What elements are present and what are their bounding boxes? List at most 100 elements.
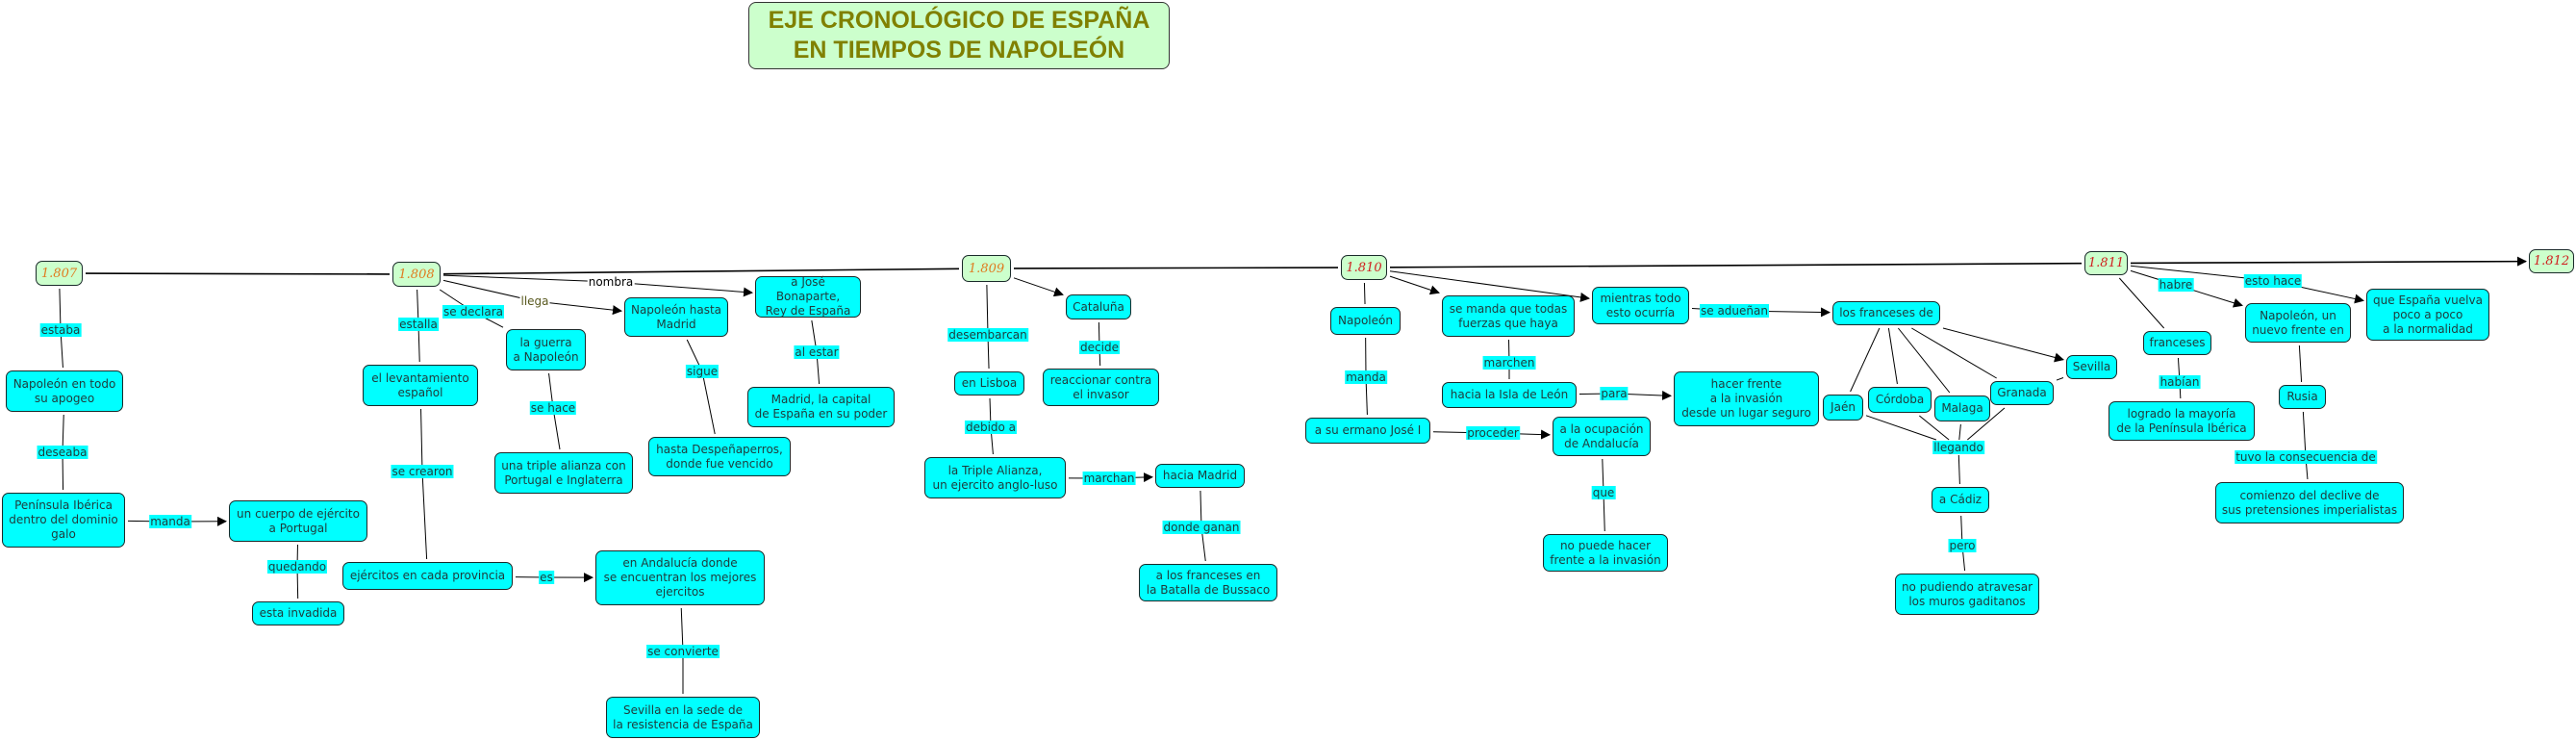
year-node-1811[interactable]: 1.811 xyxy=(2084,251,2128,275)
connection-line-arrow xyxy=(1942,327,2064,363)
link-label-habian: habían xyxy=(2159,375,2201,389)
link-label-marchen: marchen xyxy=(1482,356,1536,370)
concept-ejercitos[interactable]: ejércitos en cada provincia xyxy=(342,562,513,590)
concept-guerra[interactable]: la guerra a Napoleón xyxy=(506,329,586,370)
link-label-tuvo: tuvo la consecuencia de xyxy=(2235,450,2377,464)
connection-line-arrow xyxy=(1389,275,1440,295)
concept-peninsula[interactable]: Península Ibérica dentro del dominio gal… xyxy=(2,493,125,548)
link-label-habre: habre xyxy=(2158,278,2194,292)
concept-cataluna[interactable]: Cataluña xyxy=(1066,294,1131,319)
concept-jose[interactable]: a José Bonaparte, Rey de España xyxy=(755,275,861,318)
concept-triple[interactable]: una triple alianza con Portugal e Inglat… xyxy=(494,452,633,494)
link-label-estalla: estalla xyxy=(398,318,439,331)
connection-line xyxy=(1958,423,1961,441)
concept-hacerfrente[interactable]: hacer frente a la invasión desde un luga… xyxy=(1674,371,1819,426)
concept-cuerpo[interactable]: un cuerpo de ejército a Portugal xyxy=(229,500,367,542)
link-label-debidoa: debido a xyxy=(964,421,1018,434)
year-node-1808[interactable]: 1.808 xyxy=(392,262,441,287)
concept-nopudiendo[interactable]: no pudiendo atravesar los muros gaditano… xyxy=(1895,574,2039,615)
link-label-secrearon: se crearon xyxy=(391,465,454,478)
connection-line xyxy=(1919,415,1950,441)
link-label-que: que xyxy=(1591,486,1616,499)
link-label-desembarcan: desembarcan xyxy=(947,328,1028,342)
map-title: EJE CRONOLÓGICO DE ESPAÑA EN TIEMPOS DE … xyxy=(748,2,1170,69)
concept-napmadrid[interactable]: Napoleón hasta Madrid xyxy=(624,297,728,337)
concept-isla[interactable]: hacia la Isla de León xyxy=(1442,382,1577,408)
link-label-sedeclara: se declara xyxy=(442,305,505,319)
concept-levant[interactable]: el levantamiento español xyxy=(363,365,478,406)
year-node-1809[interactable]: 1.809 xyxy=(962,255,1011,282)
link-label-llegando: llegando xyxy=(1932,441,1984,454)
connection-line xyxy=(552,407,561,450)
concept-nuevofrente[interactable]: Napoleón, un nuevo frente en xyxy=(2245,303,2351,343)
timeline-segment-arrow xyxy=(2130,256,2527,267)
link-label-es: es xyxy=(539,571,554,584)
concept-ermano[interactable]: a su ermano José I xyxy=(1305,418,1430,444)
connection-line xyxy=(59,288,62,331)
concept-reaccionar[interactable]: reaccionar contra el invasor xyxy=(1043,369,1159,406)
concept-despena[interactable]: hasta Despeñaperros, donde fue vencido xyxy=(648,437,791,476)
concept-sevsede[interactable]: Sevilla en la sede de la resistencia de … xyxy=(606,697,760,738)
concept-semanda[interactable]: se manda que todas fuerzas que haya xyxy=(1442,295,1575,337)
concept-cordoba[interactable]: Córdoba xyxy=(1868,387,1932,413)
concept-bussaco[interactable]: a los franceses en la Batalla de Bussaco xyxy=(1139,564,1277,601)
connection-line xyxy=(421,471,428,560)
concept-mientras[interactable]: mientras todo esto ocurría xyxy=(1592,287,1689,324)
link-label-seaduenan: se adueñan xyxy=(1700,304,1769,318)
year-node-1810[interactable]: 1.810 xyxy=(1341,255,1387,280)
connection-line xyxy=(1897,327,1951,394)
connection-line xyxy=(701,370,716,435)
connection-line xyxy=(2302,411,2307,458)
link-label-llega: llega xyxy=(519,294,550,308)
connection-line xyxy=(1887,327,1898,385)
timeline-segment xyxy=(85,272,391,275)
connection-line xyxy=(1911,327,1997,379)
concept-invadida[interactable]: esta invadida xyxy=(252,601,344,625)
link-label-manda2: manda xyxy=(1345,370,1387,384)
link-label-alestar: al estar xyxy=(794,345,840,359)
concept-jaen[interactable]: Jaén xyxy=(1823,395,1863,421)
concept-apogeo[interactable]: Napoleón en todo su apogeo xyxy=(6,370,123,412)
connection-line xyxy=(1865,415,1937,441)
link-label-sehace: se hace xyxy=(529,401,577,415)
timeline-segment xyxy=(442,268,960,275)
link-label-manda1: manda xyxy=(149,515,191,528)
connection-line xyxy=(1967,407,2006,441)
concept-ocupacion[interactable]: a la ocupación de Andalucía xyxy=(1553,417,1651,456)
title-line-2: EN TIEMPOS DE NAPOLEÓN xyxy=(793,37,1125,64)
concept-logrado[interactable]: logrado la mayoría de la Península Ibéri… xyxy=(2109,401,2255,441)
link-label-seconvierte: se convierte xyxy=(646,645,720,658)
concept-granada[interactable]: Granada xyxy=(1990,381,2054,405)
link-label-para: para xyxy=(1600,387,1629,400)
link-label-decide: decide xyxy=(1079,341,1120,354)
concept-cadiz[interactable]: a Cádiz xyxy=(1932,487,1989,513)
link-label-deseaba: deseaba xyxy=(37,446,88,459)
concept-triplea[interactable]: la Triple Alianza, un ejercito anglo-lus… xyxy=(924,457,1066,498)
connection-line xyxy=(442,274,612,283)
connection-line xyxy=(1850,327,1881,393)
year-node-1807[interactable]: 1.807 xyxy=(36,261,83,286)
concept-lisboa[interactable]: en Lisboa xyxy=(954,371,1024,396)
connection-line xyxy=(2118,277,2165,329)
connection-line xyxy=(442,279,536,302)
concept-rusia[interactable]: Rusia xyxy=(2279,385,2326,409)
title-line-1: EJE CRONOLÓGICO DE ESPAÑA xyxy=(768,7,1150,34)
concept-andalucia[interactable]: en Andalucía donde se encuentran los mej… xyxy=(595,550,765,605)
concept-malaga[interactable]: Malaga xyxy=(1934,396,1990,421)
connection-line-arrow xyxy=(1013,277,1064,297)
concept-madcap[interactable]: Madrid, la capital de España en su poder xyxy=(747,387,895,427)
link-label-sigue: sigue xyxy=(685,365,720,378)
concept-losfr[interactable]: los franceses de xyxy=(1832,301,1940,325)
concept-quevuelva[interactable]: que España vuelva poco a poco a la norma… xyxy=(2366,289,2489,341)
concept-nopuede[interactable]: no puede hacer frente a la invasión xyxy=(1543,534,1668,572)
concept-napoleon[interactable]: Napoleón xyxy=(1330,307,1401,335)
link-label-estohace: esto hace xyxy=(2243,274,2303,288)
year-node-1812[interactable]: 1.812 xyxy=(2529,249,2574,273)
connection-line-arrow xyxy=(1389,270,1590,302)
link-label-dondeganan: donde ganan xyxy=(1162,521,1241,534)
concept-haciamad[interactable]: hacia Madrid xyxy=(1155,464,1245,488)
concept-franceses[interactable]: franceses xyxy=(2143,331,2211,355)
concept-sevilla[interactable]: Sevilla xyxy=(2066,355,2117,379)
concept-comienzo[interactable]: comienzo del declive de sus pretensiones… xyxy=(2215,482,2404,523)
connection-line-arrow xyxy=(610,281,753,297)
